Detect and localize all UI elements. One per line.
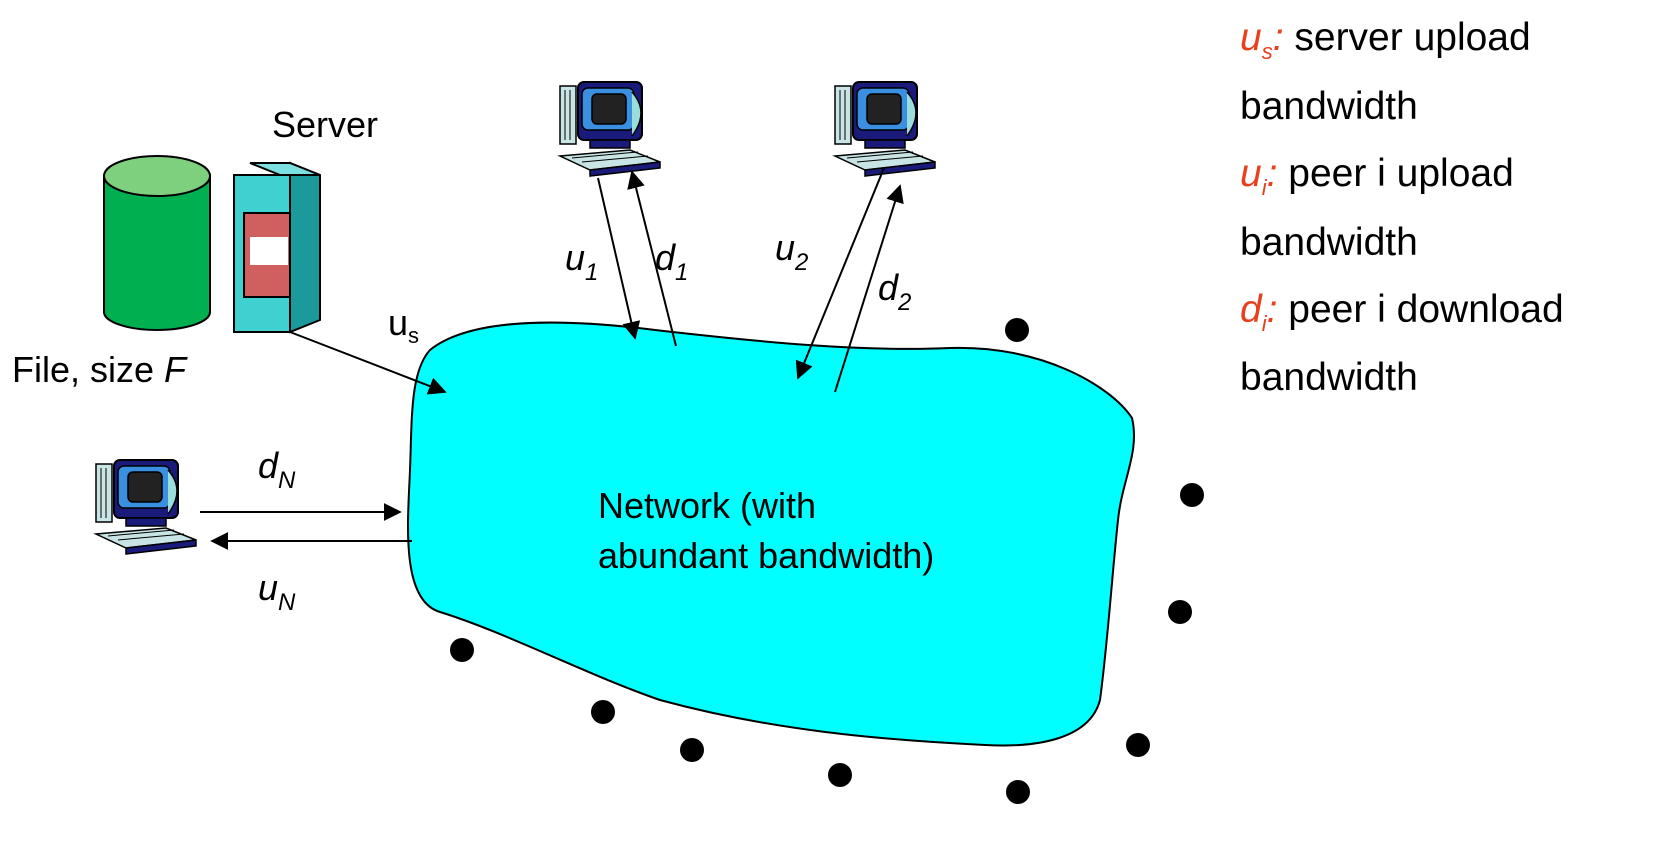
legend-symbol: di: <box>1240 287 1278 336</box>
peer1-upload-label: u1 <box>565 237 598 286</box>
network-cloud <box>407 321 1136 747</box>
server-label: Server <box>272 104 378 145</box>
bandwidth-legend: us: server upload bandwidth ui: peer i u… <box>1240 10 1660 417</box>
peer1-download-label: d1 <box>655 237 688 286</box>
server-upload-label: us <box>388 302 419 348</box>
peer2-download-label: d2 <box>878 267 911 316</box>
peer2-upload-label: u2 <box>775 227 808 276</box>
desktop-computer-icon <box>95 459 197 555</box>
legend-text: peer i download bandwidth <box>1240 287 1564 400</box>
desktop-computer-icon <box>834 81 936 177</box>
network-label-line1: Network (with <box>598 485 816 526</box>
legend-text: peer i upload bandwidth <box>1240 151 1514 264</box>
ellipsis-dot-icon <box>450 318 1204 804</box>
database-cylinder-icon <box>103 155 211 331</box>
server-upload-arrow <box>289 331 447 395</box>
server-tower-icon <box>233 161 321 334</box>
legend-symbol: us: <box>1240 16 1284 64</box>
legend-entry-peer-download: di: peer i download bandwidth <box>1240 282 1660 406</box>
legend-text: server upload bandwidth <box>1240 16 1531 128</box>
network-label-line2: abundant bandwidth) <box>598 535 934 576</box>
peer1-upload-arrow <box>597 177 641 340</box>
legend-entry-peer-upload: ui: peer i upload bandwidth <box>1240 146 1660 270</box>
peerN-download-label: dN <box>258 445 296 494</box>
legend-symbol: ui: <box>1240 151 1278 200</box>
peer1-download-arrow <box>627 170 677 347</box>
legend-entry-server-upload: us: server upload bandwidth <box>1240 10 1660 134</box>
desktop-computer-icon <box>559 81 661 177</box>
peer2-download-arrow <box>834 184 904 393</box>
file-label: File, size F <box>12 349 188 390</box>
peerN-upload-label: uN <box>258 567 296 616</box>
peer2-upload-arrow <box>795 167 885 380</box>
